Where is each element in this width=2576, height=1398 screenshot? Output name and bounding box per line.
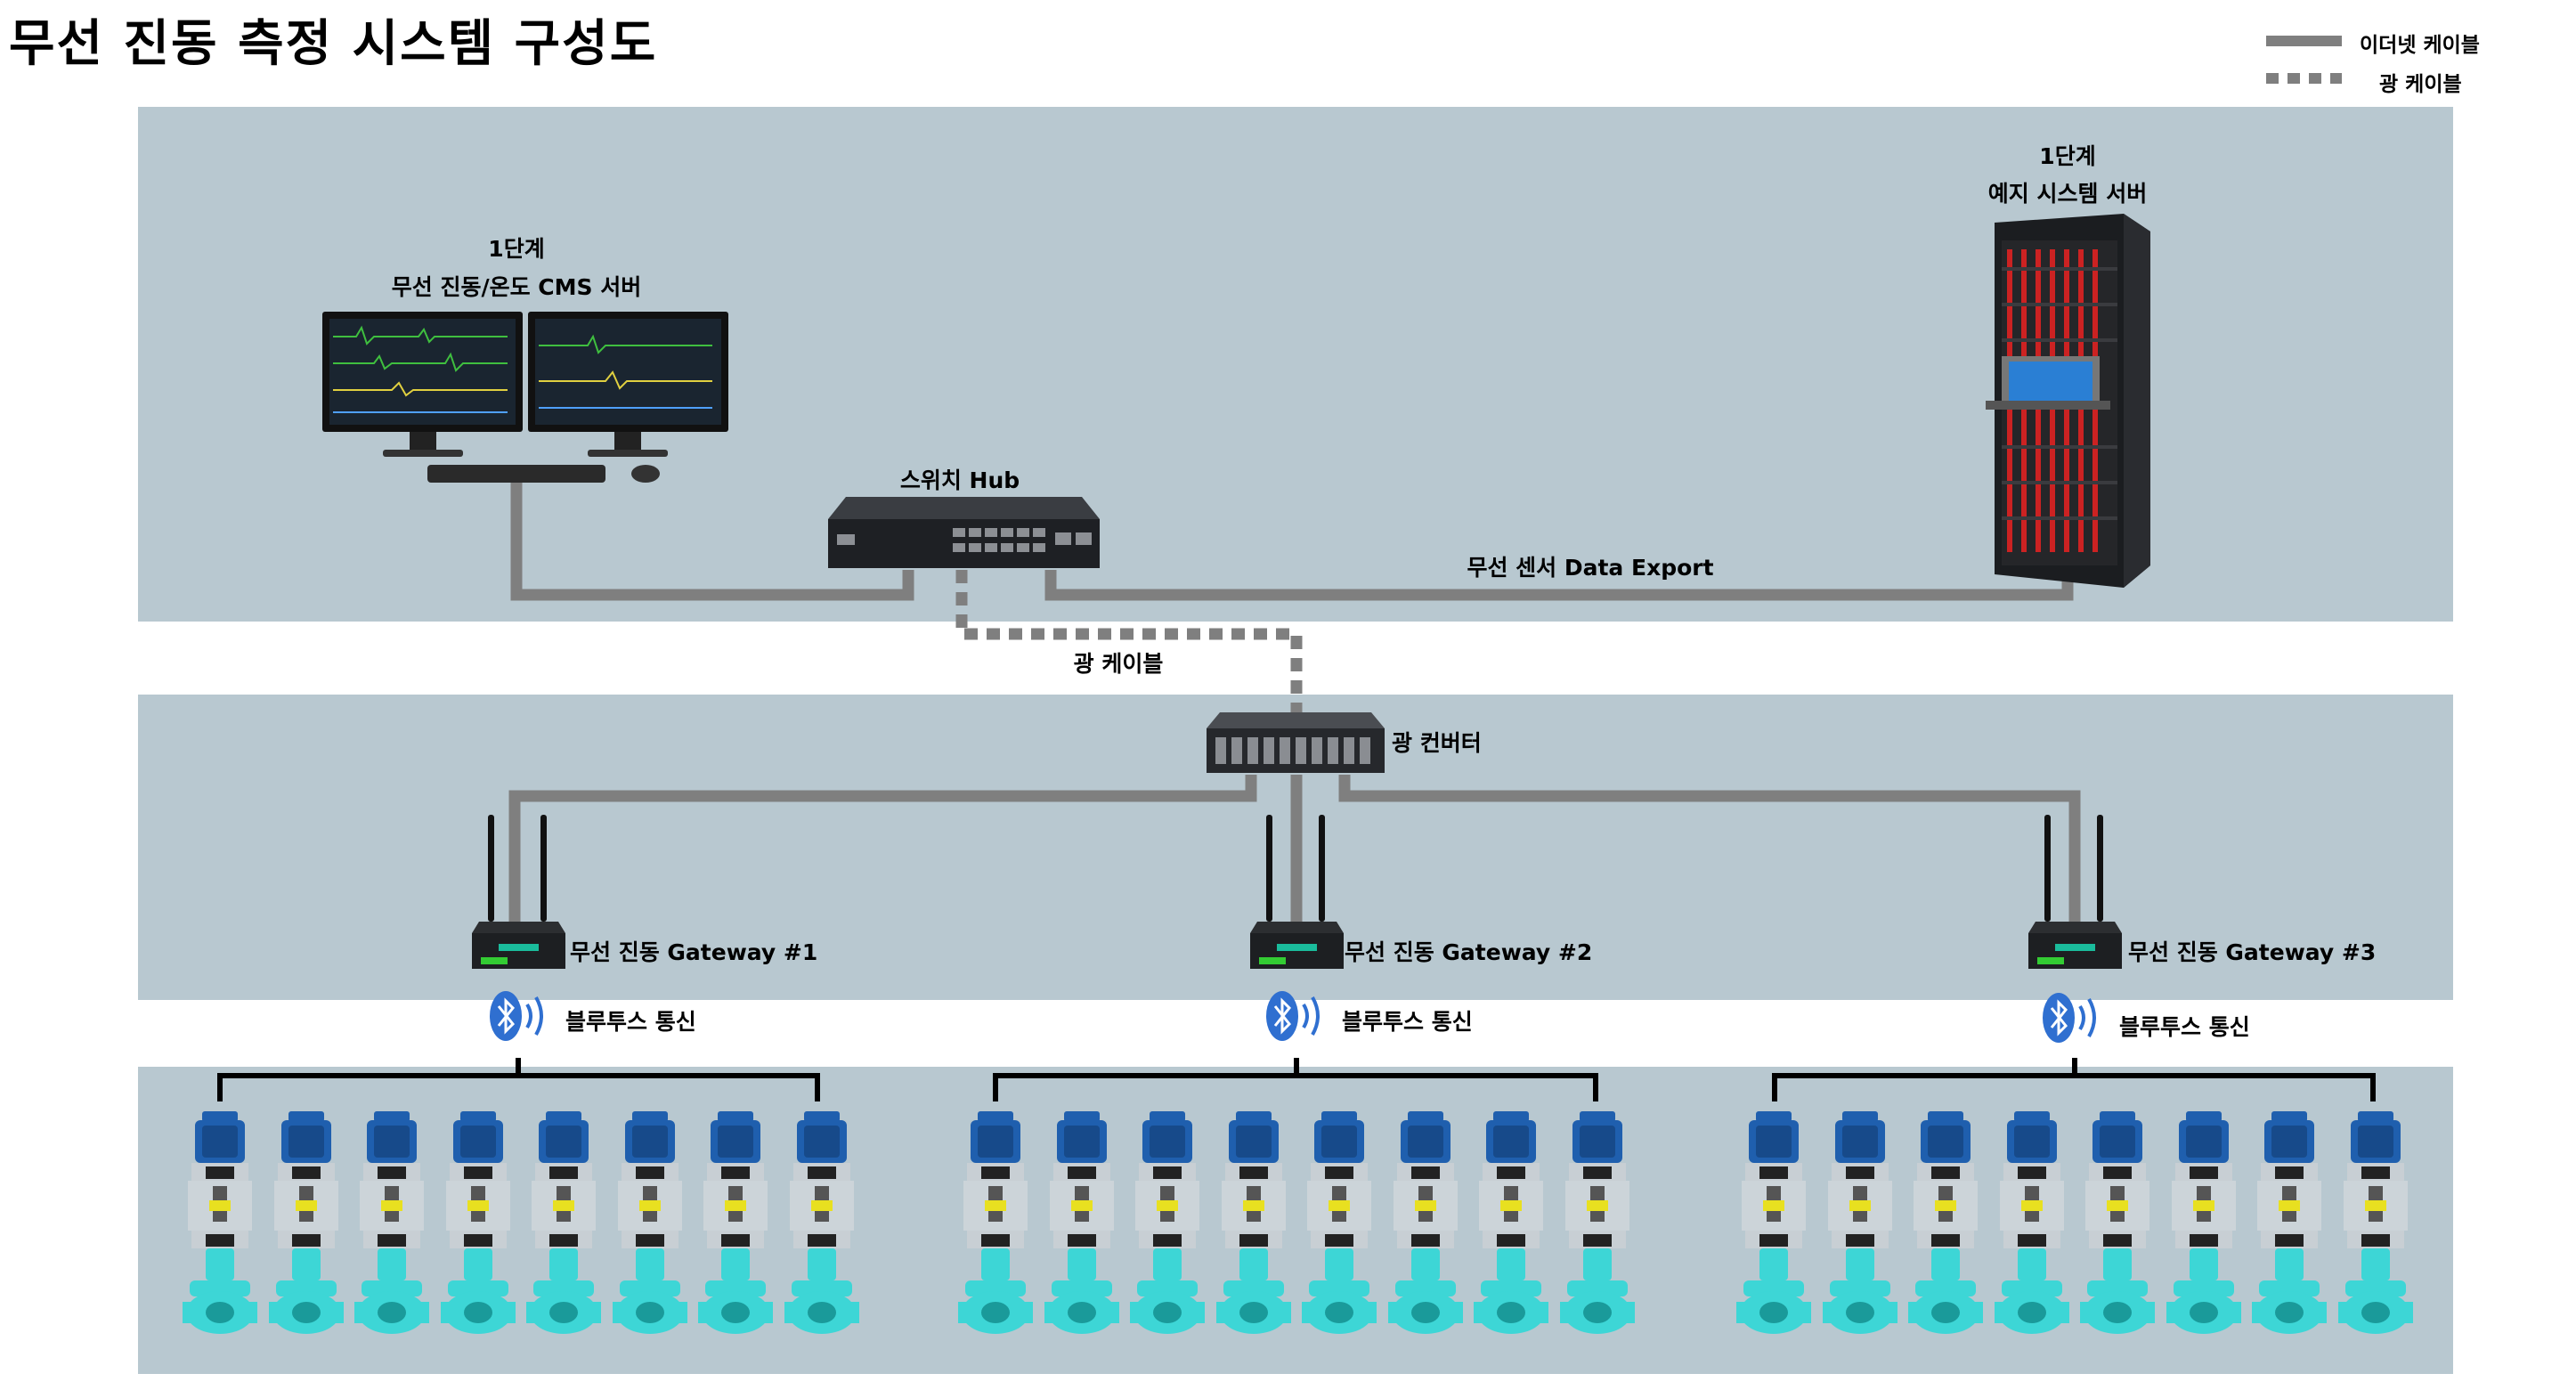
legend-fiber-label: 광 케이블: [2379, 73, 2462, 96]
legend-ethernet-line: [2266, 36, 2342, 46]
bracket-group-2: [993, 1058, 1598, 1101]
server-rack-icon: [1986, 214, 2150, 588]
fiber-cable-hub-converter: [955, 570, 1303, 723]
motor-pump-icon: [958, 1111, 1033, 1334]
bluetooth-label-3: 블루투스 통신: [2119, 1014, 2250, 1040]
cms-server-stage: 1단계: [488, 236, 545, 262]
motor-pump-icon: [354, 1111, 429, 1334]
motor-pump-icon: [2080, 1111, 2155, 1334]
gateway-1-label: 무선 진동 Gateway #1: [570, 939, 818, 965]
switch-hub-icon: [828, 497, 1100, 568]
motor-pump-icon: [1908, 1111, 1983, 1334]
gateway-router-icon: [2028, 815, 2122, 969]
cms-server-name: 무선 진동/온도 CMS 서버: [391, 274, 642, 300]
gateway-router-icon: [1250, 815, 1344, 969]
predict-server-stage: 1단계: [2039, 143, 2096, 169]
page-title: 무선 진동 측정 시스템 구성도: [9, 15, 658, 73]
motor-pump-icon: [2337, 1111, 2413, 1334]
ethernet-cable-hub-server: [1044, 570, 2074, 601]
motor-pump-icon: [1736, 1111, 1811, 1334]
cms-monitor-icon: [322, 312, 728, 483]
motor-pump-icon: [1044, 1111, 1119, 1334]
fiber-converter-icon: [1207, 712, 1385, 773]
bracket-group-3: [1772, 1058, 2376, 1101]
motor-pump-icon: [612, 1111, 687, 1334]
motor-pump-icon: [1559, 1111, 1635, 1334]
motor-pump-icon: [1215, 1111, 1291, 1334]
motor-pump-icon: [440, 1111, 516, 1334]
bluetooth-label-2: 블루투스 통신: [1342, 1009, 1473, 1035]
ethernet-cable-gateway-3: [1338, 775, 2081, 926]
motor-pump-icon: [784, 1111, 859, 1334]
bracket-group-1: [217, 1058, 820, 1101]
legend-ethernet-label: 이더넷 케이블: [2360, 34, 2480, 57]
motor-pump-icon: [183, 1111, 257, 1334]
gateway-router-icon: [472, 815, 565, 969]
bluetooth-label-1: 블루투스 통신: [565, 1009, 696, 1035]
gateway-3-label: 무선 진동 Gateway #3: [2128, 939, 2377, 965]
motor-pump-icon: [1302, 1111, 1377, 1334]
motor-pump-icon: [2252, 1111, 2327, 1334]
bluetooth-icon: [1266, 991, 1320, 1041]
bluetooth-icon: [2043, 993, 2096, 1043]
fiber-converter-label: 광 컨버터: [1392, 730, 1482, 756]
gateway-2-label: 무선 진동 Gateway #2: [1345, 939, 1593, 965]
motor-pump-icon: [268, 1111, 344, 1334]
legend-fiber-line: [2266, 73, 2342, 84]
motor-pump-icon: [1822, 1111, 1897, 1334]
motor-pump-icon: [1474, 1111, 1548, 1334]
fiber-cable-label: 광 케이블: [1073, 651, 1164, 677]
motor-pump-icon: [526, 1111, 601, 1334]
motor-pump-icon: [2166, 1111, 2241, 1334]
ethernet-cable-cms-hub: [510, 481, 914, 601]
bluetooth-icon: [490, 991, 543, 1041]
ethernet-cable-gateway-1: [508, 775, 1257, 926]
motor-pump-icon: [698, 1111, 773, 1334]
predict-server-name: 예지 시스템 서버: [1987, 181, 2148, 207]
motor-pump-icon: [1387, 1111, 1463, 1334]
motor-pump-icon: [1130, 1111, 1205, 1334]
switch-hub-label: 스위치 Hub: [899, 467, 1020, 493]
motor-pump-icon: [1994, 1111, 2069, 1334]
data-export-label: 무선 센서 Data Export: [1467, 555, 1714, 581]
